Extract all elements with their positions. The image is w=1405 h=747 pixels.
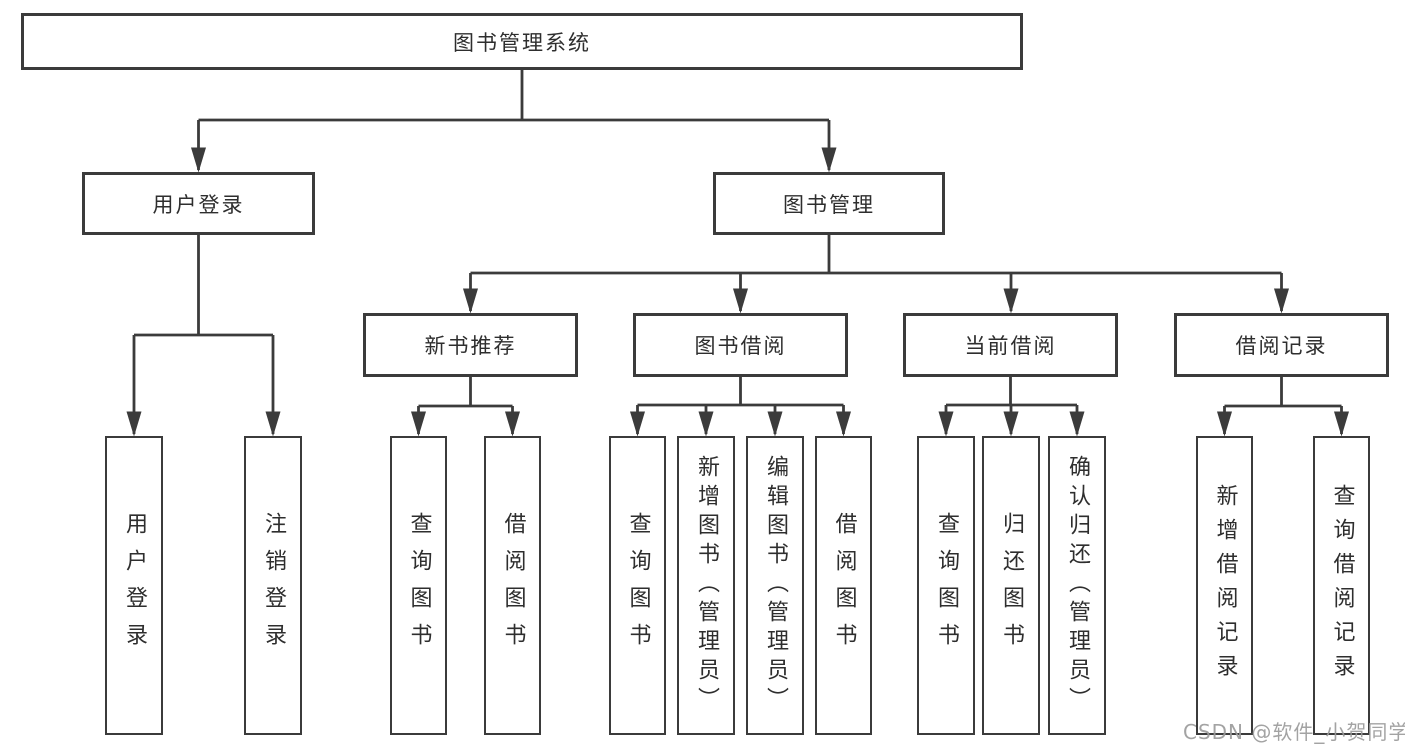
leaf-logout: 注销登录 (244, 436, 302, 735)
node-book-borrowing: 图书借阅 (633, 313, 848, 377)
leaf-current-confirm-return-admin: 确认归还（管理员） (1048, 436, 1106, 735)
node-root-system: 图书管理系统 (21, 13, 1023, 70)
csdn-watermark: CSDN @软件_小贺同学 (1183, 720, 1405, 744)
leaf-current-return-books: 归还图书 (982, 436, 1040, 735)
node-new-book-recommend: 新书推荐 (363, 313, 578, 377)
leaf-borrowing-borrow-books: 借阅图书 (815, 436, 872, 735)
node-borrowing-records: 借阅记录 (1174, 313, 1389, 377)
leaf-records-add-record: 新增借阅记录 (1196, 436, 1253, 735)
leaf-current-query-books: 查询图书 (917, 436, 975, 735)
node-user-login: 用户登录 (82, 172, 315, 235)
leaf-borrowing-query-books: 查询图书 (609, 436, 666, 735)
leaf-records-query-record: 查询借阅记录 (1313, 436, 1370, 735)
leaf-borrowing-add-books-admin: 新增图书（管理员） (677, 436, 735, 735)
leaf-user-login: 用户登录 (105, 436, 163, 735)
node-book-management: 图书管理 (713, 172, 945, 235)
leaf-newbook-query-books: 查询图书 (390, 436, 447, 735)
leaf-borrowing-edit-books-admin: 编辑图书（管理员） (746, 436, 804, 735)
leaf-newbook-borrow-books: 借阅图书 (484, 436, 541, 735)
node-current-borrowing: 当前借阅 (903, 313, 1118, 377)
